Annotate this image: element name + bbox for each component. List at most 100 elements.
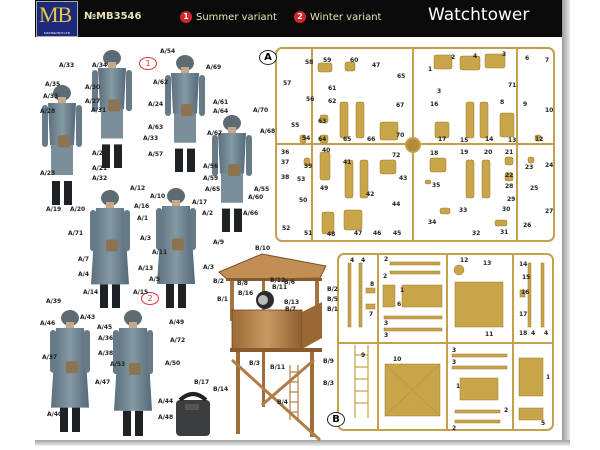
sprue-a-part-number: 8 — [500, 99, 505, 106]
sprue-a-part-number: 29 — [507, 196, 516, 203]
sprue-a-part-number: 49 — [320, 185, 329, 192]
plastic-part — [303, 157, 311, 167]
sprue-b-part-number: 2 — [452, 425, 457, 432]
part-callout: A/70 — [253, 107, 269, 114]
sprue-a-part-number: 47 — [372, 62, 381, 69]
sprue-b-part-number: 1 — [456, 383, 461, 390]
part-callout: B/3 — [249, 360, 260, 367]
product-title: Watchtower — [428, 5, 530, 25]
sprue-a-part-number: 61 — [328, 85, 337, 92]
part-callout: A/27 — [85, 98, 101, 105]
soldier-figure — [92, 50, 132, 168]
plastic-part — [527, 156, 535, 164]
part-callout: A/64 — [213, 108, 229, 115]
plastic-part — [534, 134, 542, 142]
part-callout: B/12 — [270, 277, 286, 284]
part-callout: A/3 — [140, 235, 152, 242]
part-callout: A/9 — [213, 239, 225, 246]
sprue-a-part-number: 57 — [283, 80, 292, 87]
sprue-a-part-number: 48 — [327, 231, 336, 238]
part-callout: A/43 — [80, 314, 96, 321]
part-callout: A/66 — [243, 210, 259, 217]
soldier-figure — [212, 115, 252, 232]
field-telephone-model — [176, 392, 210, 436]
sprue-b-part-number: 1 — [400, 287, 405, 294]
part-callout: A/19 — [46, 206, 62, 213]
soldier-figure — [50, 310, 90, 432]
part-callout: B/2 — [213, 278, 224, 285]
sprue-b-part-number: 17 — [519, 311, 528, 318]
plastic-part — [479, 101, 489, 139]
plastic-part — [465, 101, 475, 139]
part-callout: B/6 — [284, 279, 295, 286]
sprue-a-part-number: 45 — [393, 230, 402, 237]
part-callout: A/44 — [158, 398, 174, 405]
brand-logo: MB MASTER BOX LTD — [36, 1, 78, 37]
logo-text: MB — [39, 2, 72, 27]
plastic-part — [459, 55, 481, 71]
sprue-a-part-number: 32 — [472, 230, 481, 237]
part-callout: A/61 — [213, 99, 229, 106]
plastic-part — [494, 219, 508, 227]
sprue-a-part-number: 70 — [396, 132, 405, 139]
sprue-b-part-number: 16 — [521, 289, 530, 296]
part-callout: B/7 — [285, 306, 296, 313]
part-callout: A/32 — [92, 175, 108, 182]
plastic-part — [429, 157, 447, 173]
soldier-figure — [156, 188, 196, 308]
sprue-b-part-number: 6 — [397, 301, 402, 308]
sprue-b-part-number: 12 — [460, 257, 469, 264]
part-callout: A/1 — [137, 215, 149, 222]
sprue-a-part-number: 43 — [399, 175, 408, 182]
sprue-b-part-number: 4 — [361, 257, 366, 264]
sprue-a-part-number: 3 — [437, 88, 442, 95]
plastic-part — [317, 62, 333, 73]
sprue-a-part-number: 64 — [318, 136, 327, 143]
sprue-b-part-number: 5 — [541, 420, 546, 427]
part-callout: A/24 — [148, 101, 164, 108]
sprue-a-part-number: 60 — [350, 57, 359, 64]
part-callout: A/50 — [165, 360, 181, 367]
sprue-a-part-number: 67 — [396, 102, 405, 109]
part-callout: A/39 — [46, 298, 62, 305]
variant-label: Winter variant — [310, 12, 382, 23]
part-callout: A/16 — [134, 203, 150, 210]
part-callout: A/33 — [43, 93, 59, 100]
sprue-a-part-number: 54 — [302, 135, 311, 142]
sprue-b-part-number: 15 — [522, 274, 531, 281]
part-callout: A/23 — [40, 170, 56, 177]
part-callout: A/11 — [152, 249, 168, 256]
watchtower-model — [218, 253, 327, 442]
sprue-a-part-number: 62 — [328, 98, 337, 105]
part-callout: A/33 — [59, 62, 75, 69]
part-callout: B/5 — [327, 296, 338, 303]
sprue-b-part-number: 7 — [369, 311, 374, 318]
sprue-a-part-number: 12 — [535, 136, 544, 143]
part-callout: A/33 — [143, 135, 159, 142]
part-callout: A/57 — [148, 151, 164, 158]
plastic-part — [465, 159, 475, 199]
sprue-a-part-number: 72 — [392, 152, 401, 159]
part-callout: A/30 — [85, 84, 101, 91]
sprue-a-part-number: 25 — [530, 185, 539, 192]
part-callout: A/59 — [203, 175, 219, 182]
part-callout: B/16 — [238, 290, 254, 297]
sprue-a-part-number: 27 — [545, 208, 554, 215]
variant-mark-winter: 2 — [141, 292, 159, 305]
part-callout: A/31 — [91, 107, 107, 114]
sprue-a-part-number: 65 — [397, 73, 406, 80]
part-callout: A/17 — [192, 199, 208, 206]
sprue-b-part-number: 2 — [383, 273, 388, 280]
sprue-a-part-number: 20 — [484, 149, 493, 156]
sprue-a-part-number: 6 — [525, 55, 530, 62]
sprue-b-part-number: 1 — [546, 374, 551, 381]
sprue-a-part-number: 42 — [366, 191, 375, 198]
part-callout: A/20 — [70, 206, 86, 213]
sprue-a-part-number: 2 — [451, 54, 456, 61]
plastic-part — [379, 159, 397, 175]
plastic-part — [379, 121, 399, 141]
sprue-a-letter: A — [259, 50, 277, 65]
part-callout: A/36 — [98, 335, 114, 342]
